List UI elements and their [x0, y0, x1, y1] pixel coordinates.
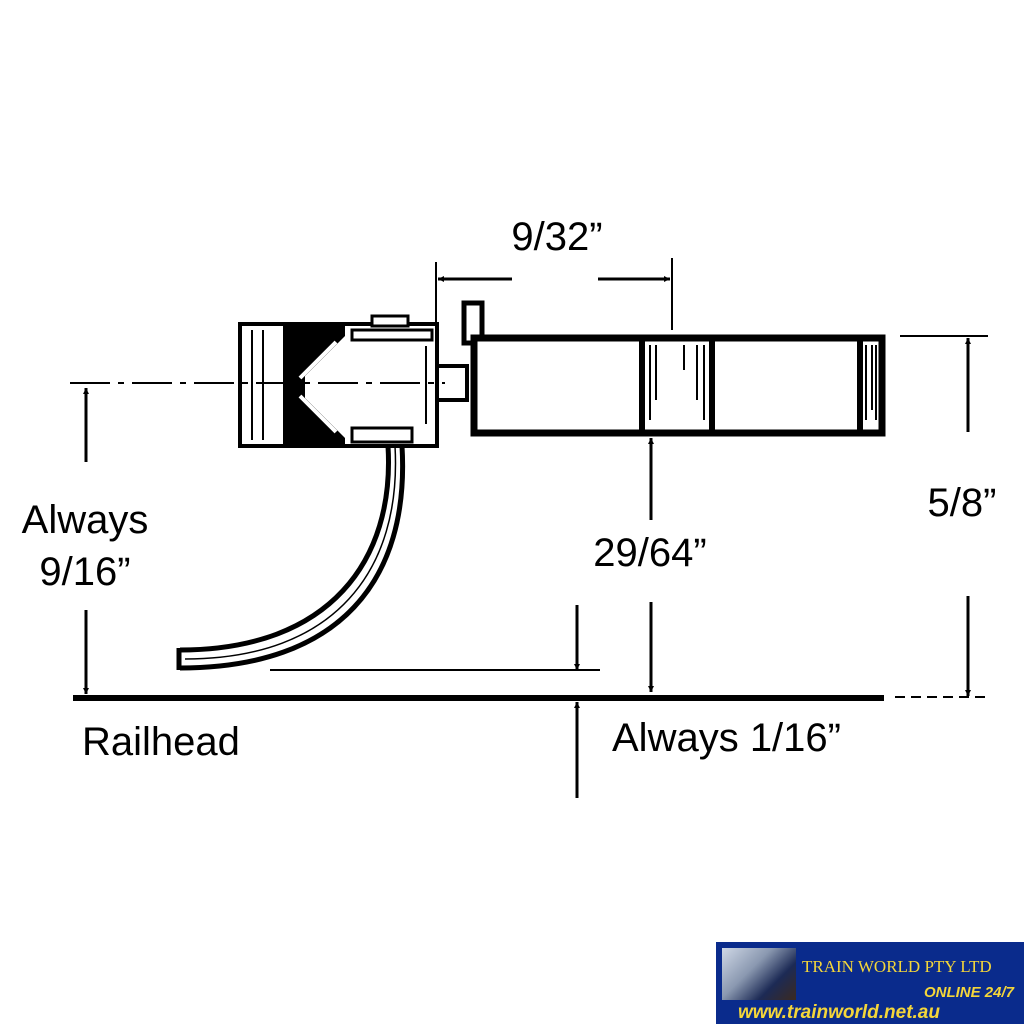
logo-url: www.trainworld.net.au [738, 1002, 940, 1023]
dimension-lines [83, 258, 988, 798]
logo-tagline: ONLINE 24/7 [923, 984, 1014, 1001]
draft-gear-box [470, 334, 886, 437]
logo-name: TRAIN WORLD PTY LTD [802, 957, 992, 976]
dimension-always-label: Always [22, 498, 149, 542]
dimension-9-32: 9/32” [511, 215, 602, 259]
dimension-5-8: 5/8” [928, 481, 997, 525]
railhead-label: Railhead [82, 720, 240, 764]
dimension-9-16: 9/16” [39, 550, 130, 594]
coupler-head [238, 314, 439, 448]
train-world-logo[interactable]: TRAIN WORLD PTY LTD ONLINE 24/7 www.trai… [716, 942, 1024, 1024]
dimension-1-16: Always 1/16” [612, 716, 841, 760]
trip-pin [176, 445, 406, 671]
locomotive-photo [722, 948, 796, 1000]
dimension-29-64: 29/64” [593, 531, 706, 575]
shank [435, 300, 485, 402]
